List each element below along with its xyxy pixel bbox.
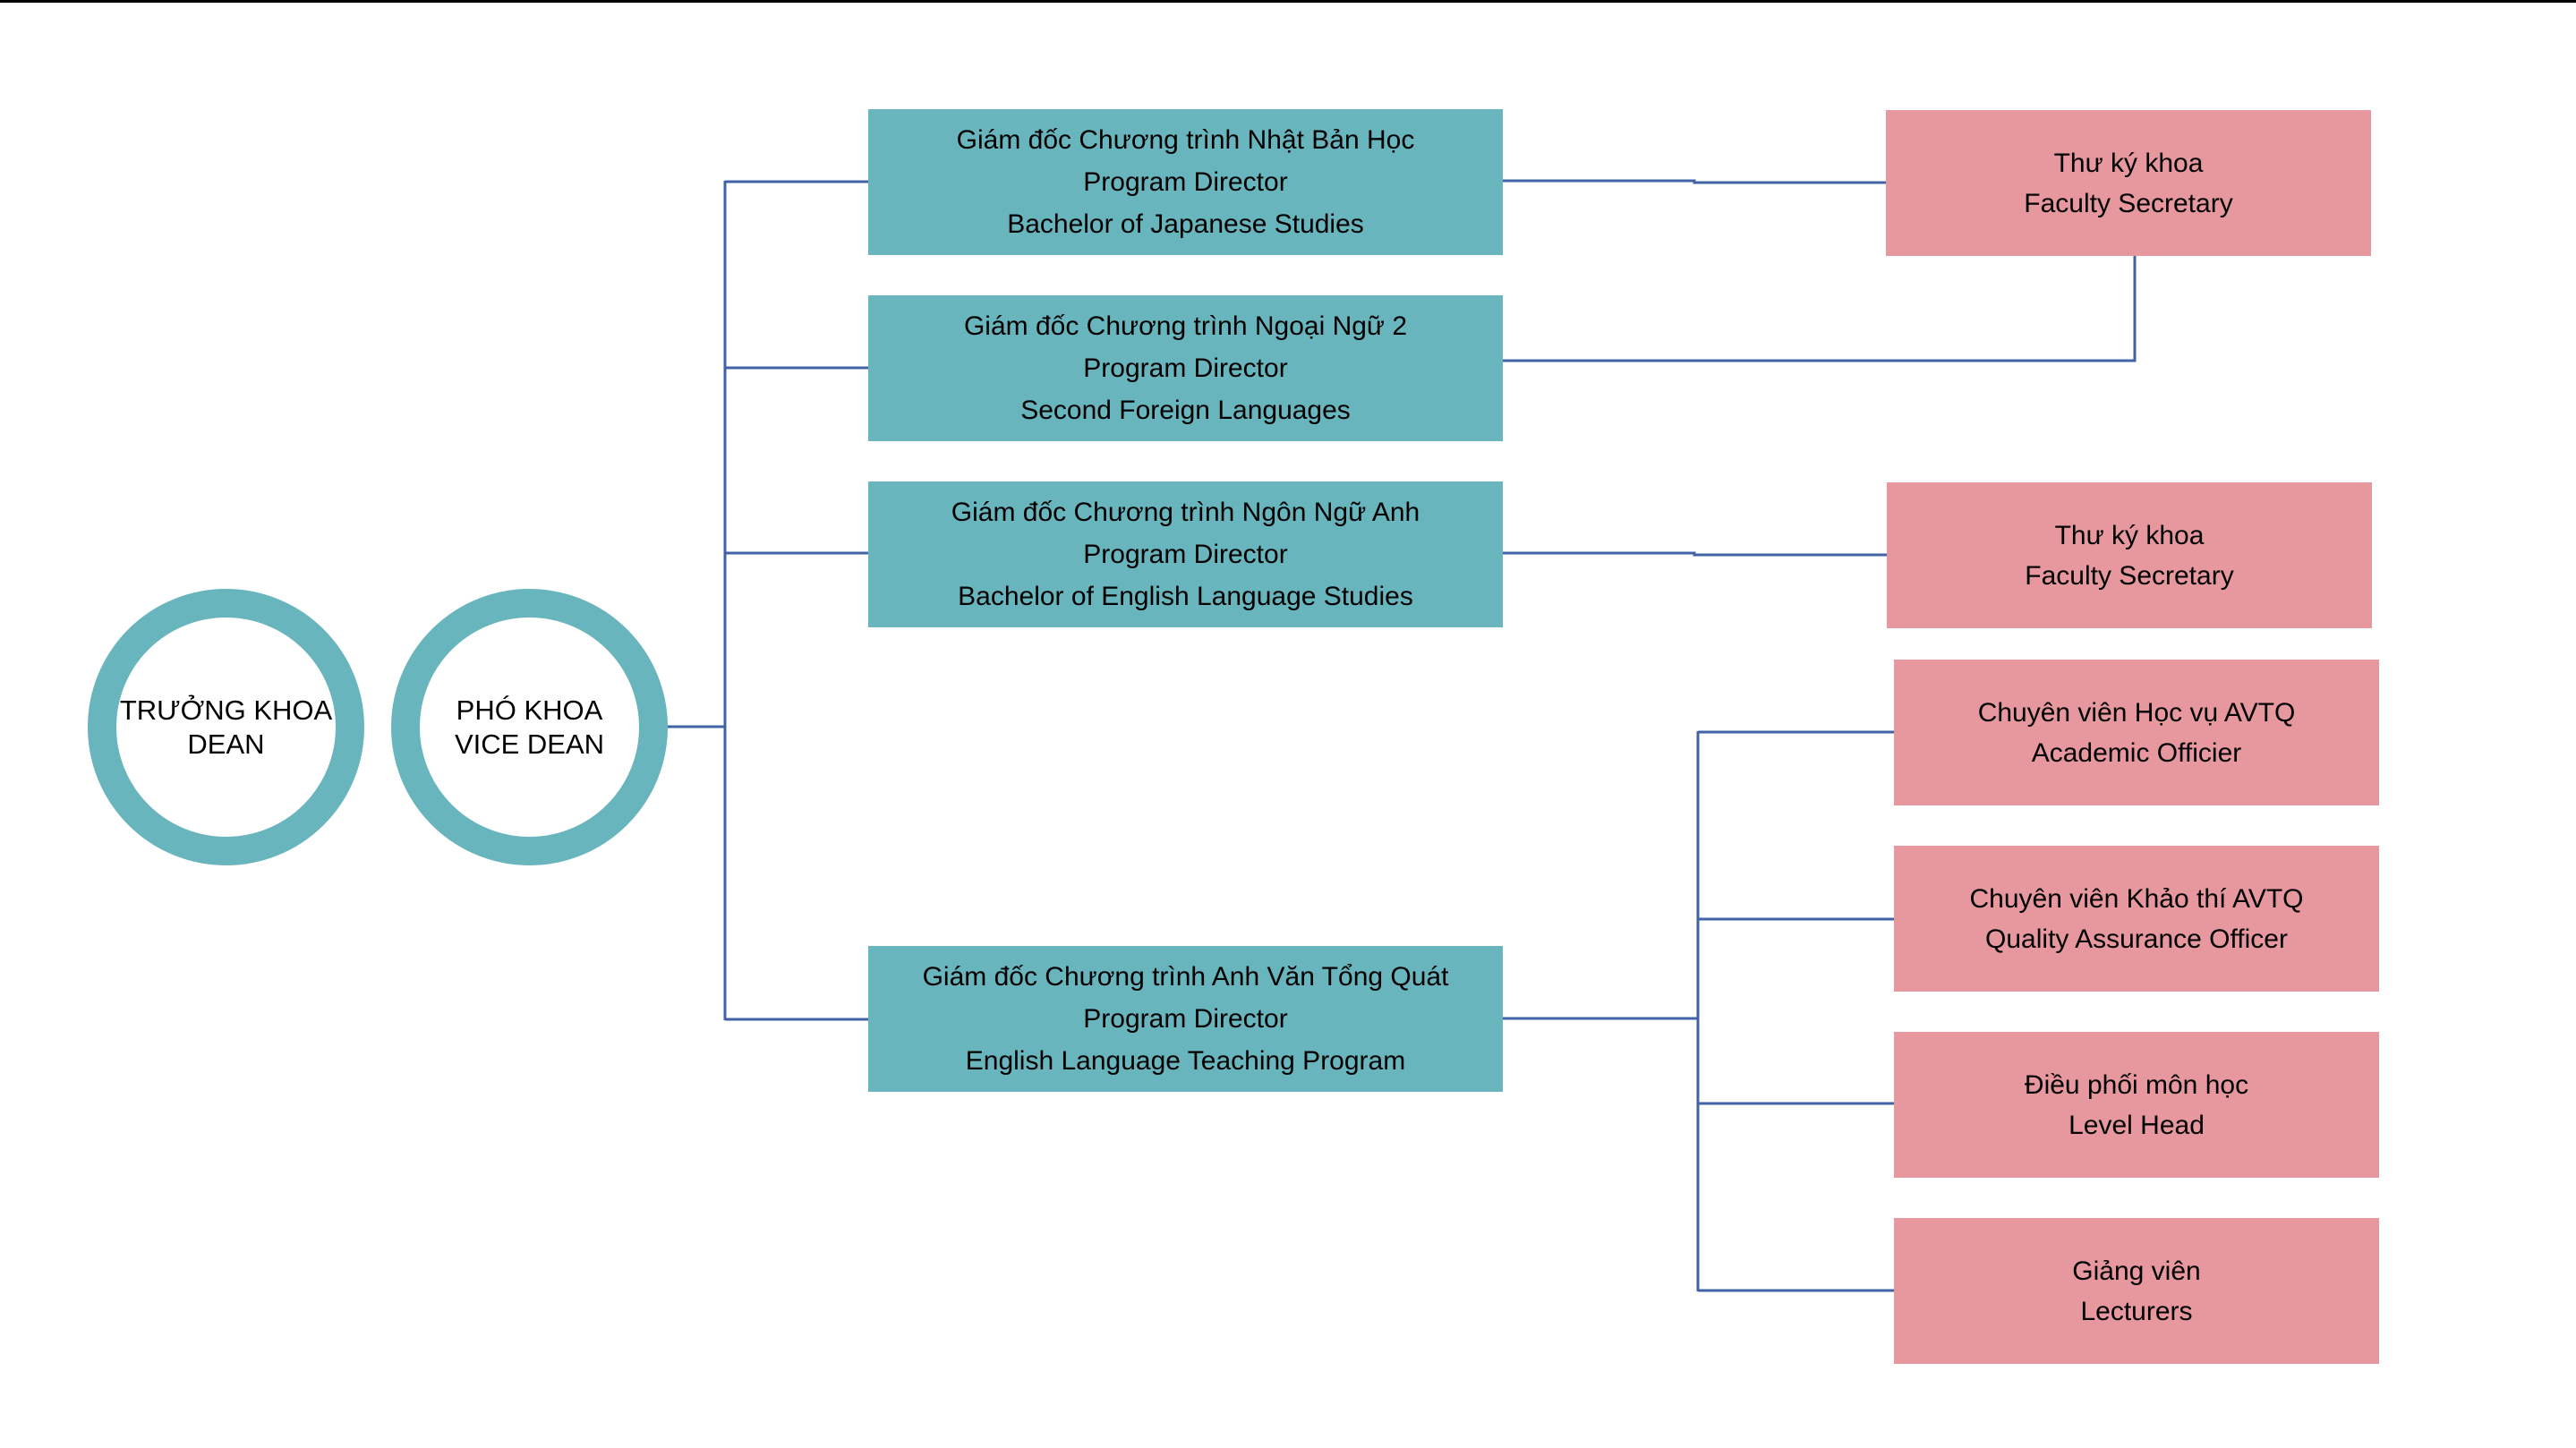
program-role: Program Director	[1083, 353, 1288, 383]
dean-node: TRƯỞNG KHOA DEAN	[88, 589, 364, 865]
staff-title-vi: Giảng viên	[2072, 1256, 2201, 1286]
staff-title-en: Level Head	[2068, 1110, 2205, 1140]
program-title-vi: Giám đốc Chương trình Ngôn Ngữ Anh	[951, 498, 1420, 527]
program-director-english-language-studies: Giám đốc Chương trình Ngôn Ngữ Anh Progr…	[868, 481, 1503, 627]
program-title-vi: Giám đốc Chương trình Ngoại Ngữ 2	[963, 311, 1408, 341]
program-name: Bachelor of English Language Studies	[958, 582, 1413, 611]
staff-title-en: Quality Assurance Officer	[1985, 924, 2288, 954]
connector-program-3-to-secretary-2	[1503, 551, 1887, 557]
academic-officer: Chuyên viên Học vụ AVTQ Academic Officie…	[1894, 660, 2379, 805]
dean-title-en: DEAN	[187, 728, 265, 760]
lecturers: Giảng viên Lecturers	[1894, 1218, 2379, 1364]
staff-title-en: Academic Officier	[2031, 737, 2242, 768]
faculty-secretary-2: Thư ký khoa Faculty Secretary	[1887, 482, 2372, 628]
connector-program-2-to-secretary-1	[1503, 256, 2137, 362]
program-name: Second Foreign Languages	[1020, 396, 1351, 425]
quality-assurance-officer: Chuyên viên Khảo thí AVTQ Quality Assura…	[1894, 846, 2379, 992]
staff-title-en: Faculty Secretary	[2025, 560, 2234, 591]
staff-title-vi: Chuyên viên Học vụ AVTQ	[1977, 697, 2296, 728]
faculty-secretary-1: Thư ký khoa Faculty Secretary	[1886, 110, 2371, 256]
program-director-second-foreign-languages: Giám đốc Chương trình Ngoại Ngữ 2 Progra…	[868, 295, 1503, 441]
program-role: Program Director	[1083, 1004, 1288, 1034]
program-role: Program Director	[1083, 540, 1288, 569]
staff-title-vi: Điều phối môn học	[2024, 1069, 2249, 1100]
program-director-japanese-studies: Giám đốc Chương trình Nhật Bản Học Progr…	[868, 109, 1503, 255]
program-director-english-language-teaching: Giám đốc Chương trình Anh Văn Tổng Quát …	[868, 946, 1503, 1092]
vice-dean-title-vi: PHÓ KHOA	[456, 694, 603, 726]
program-role: Program Director	[1083, 167, 1288, 197]
program-name: English Language Teaching Program	[965, 1046, 1406, 1076]
staff-title-vi: Chuyên viên Khảo thí AVTQ	[1969, 883, 2304, 914]
staff-title-vi: Thư ký khoa	[2053, 148, 2204, 178]
level-head: Điều phối môn học Level Head	[1894, 1032, 2379, 1178]
program-title-vi: Giám đốc Chương trình Nhật Bản Học	[956, 125, 1415, 155]
top-border-rule	[0, 0, 2576, 3]
staff-title-en: Faculty Secretary	[2024, 188, 2233, 218]
vice-dean-title-en: VICE DEAN	[454, 728, 605, 760]
connector-program-1-to-secretary-1	[1503, 179, 1886, 184]
dean-title-vi: TRƯỞNG KHOA	[119, 694, 333, 726]
program-title-vi: Giám đốc Chương trình Anh Văn Tổng Quát	[922, 962, 1449, 992]
staff-title-en: Lecturers	[2080, 1296, 2193, 1326]
staff-title-vi: Thư ký khoa	[2054, 520, 2205, 550]
vice-dean-node: PHÓ KHOA VICE DEAN	[391, 589, 668, 865]
program-name: Bachelor of Japanese Studies	[1007, 209, 1364, 239]
